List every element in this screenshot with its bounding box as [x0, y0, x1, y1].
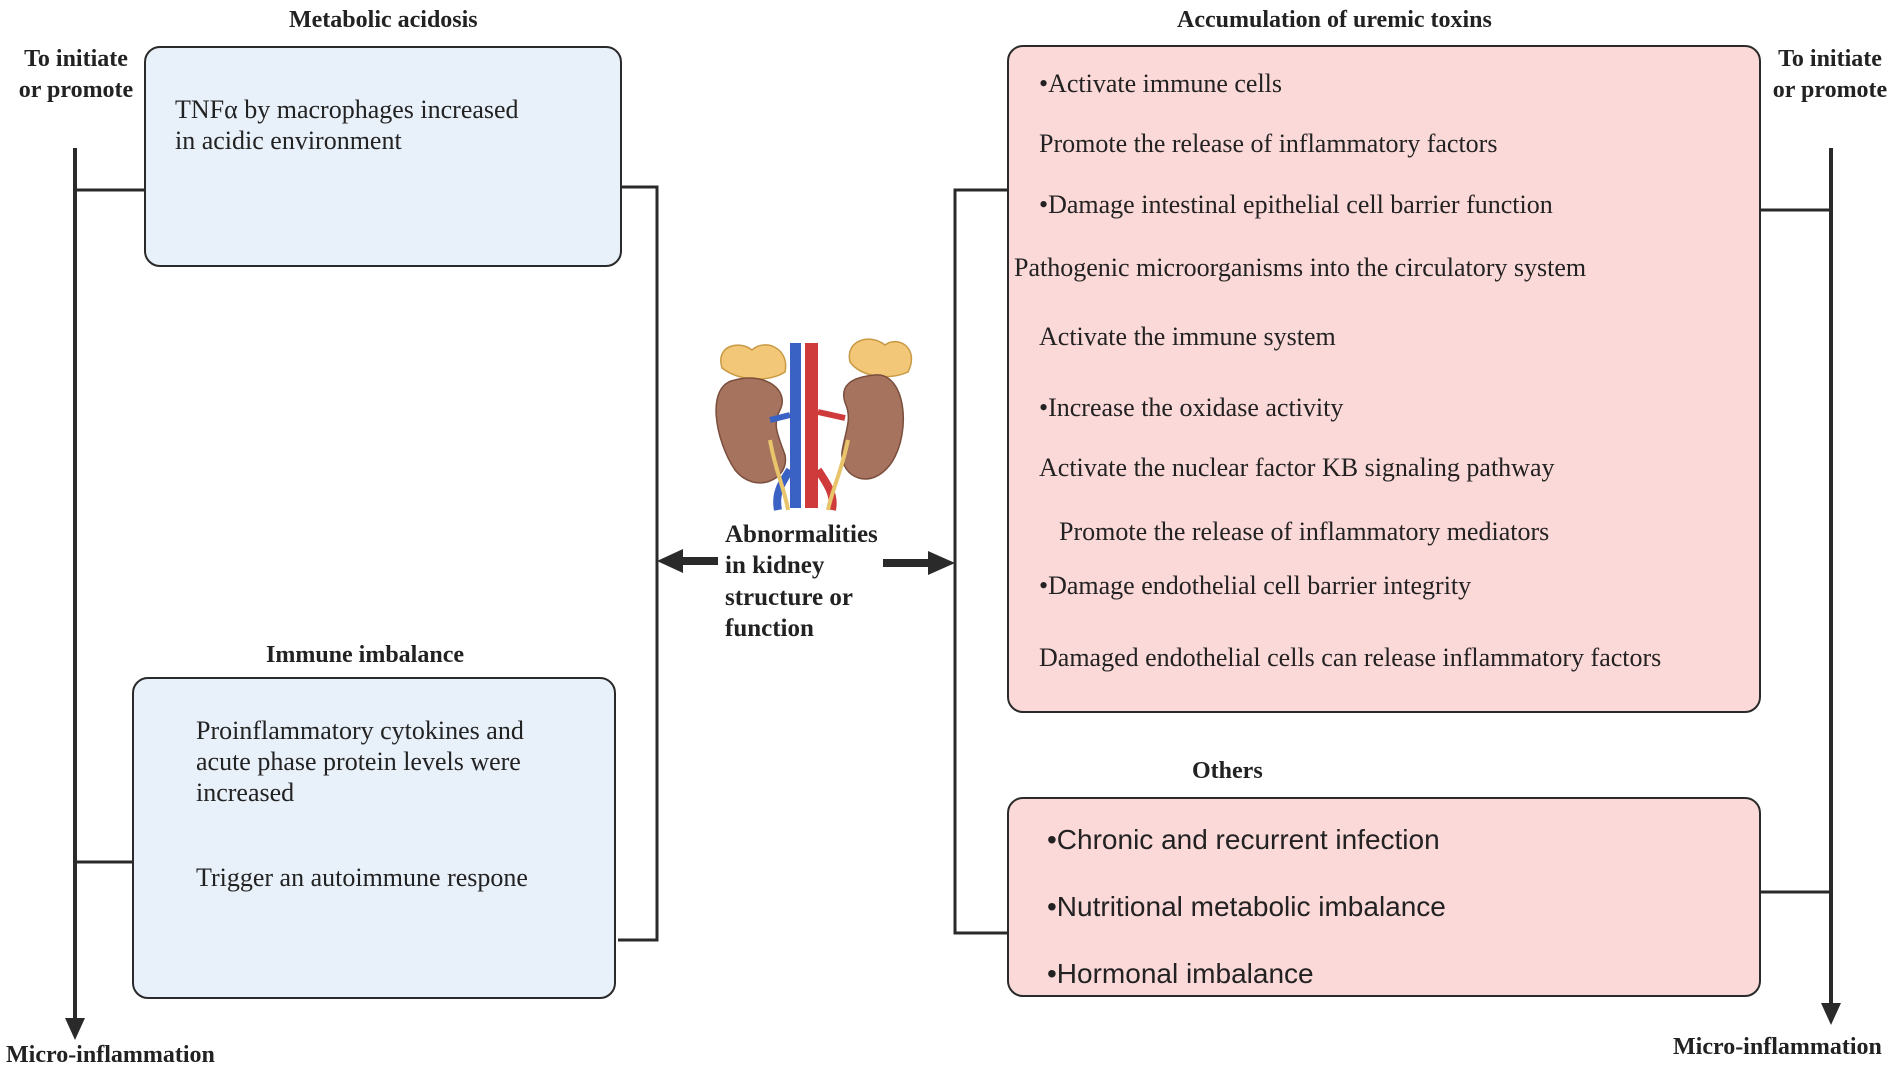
- left-initiate-label: To initiate or promote: [18, 46, 134, 104]
- others-box: •Chronic and recurrent infection •Nutrit…: [1007, 797, 1761, 997]
- others-item: •Nutritional metabolic imbalance: [1047, 891, 1446, 922]
- left-main-arrowhead: [65, 1018, 85, 1040]
- uremic-box: •Activate immune cells Promote the relea…: [1007, 45, 1761, 713]
- left-output-label: Micro-inflammation: [6, 1042, 215, 1068]
- immune-text-1: Proinflammatory cytokines and acute phas…: [196, 716, 524, 808]
- others-item: •Hormonal imbalance: [1047, 958, 1314, 989]
- right-initiate-label: To initiate or promote: [1772, 46, 1888, 104]
- immune-box: Proinflammatory cytokines and acute phas…: [132, 677, 616, 999]
- uremic-line: •Activate immune cells: [1039, 69, 1283, 98]
- others-item: •Chronic and recurrent infection: [1047, 824, 1440, 855]
- left-bracket: [618, 185, 659, 942]
- metabolic-title: Metabolic acidosis: [289, 7, 478, 33]
- kidney-abnormality-label: Abnormalities in kidney structure or fun…: [725, 521, 878, 642]
- right-bracket: [953, 188, 1010, 935]
- uremic-line: Promote the release of inflammatory medi…: [1059, 517, 1550, 546]
- uremic-title: Accumulation of uremic toxins: [1177, 7, 1492, 33]
- right-output-label: Micro-inflammation: [1673, 1034, 1882, 1060]
- uremic-line: •Damage endothelial cell barrier integri…: [1039, 571, 1472, 600]
- kidney-illustration: [715, 338, 913, 511]
- metabolic-text: TNFα by macrophages increased in acidic …: [175, 95, 519, 156]
- center-left-arrowhead: [657, 549, 683, 573]
- uremic-line: Damaged endothelial cells can release in…: [1039, 643, 1662, 672]
- uremic-line: Pathogenic microorganisms into the circu…: [1014, 253, 1587, 282]
- uremic-line: Promote the release of inflammatory fact…: [1039, 129, 1498, 158]
- uremic-line: •Damage intestinal epithelial cell barri…: [1039, 190, 1553, 219]
- metabolic-box: TNFα by macrophages increased in acidic …: [144, 46, 622, 267]
- uremic-line: Activate the nuclear factor KB signaling…: [1039, 453, 1555, 482]
- right-main-arrowhead: [1821, 1003, 1841, 1025]
- uremic-line: •Increase the oxidase activity: [1039, 393, 1344, 422]
- immune-text-2: Trigger an autoimmune respone: [196, 863, 528, 892]
- immune-title: Immune imbalance: [266, 642, 464, 668]
- uremic-line: Activate the immune system: [1039, 322, 1336, 351]
- others-title: Others: [1192, 758, 1263, 784]
- center-right-arrowhead: [928, 551, 955, 575]
